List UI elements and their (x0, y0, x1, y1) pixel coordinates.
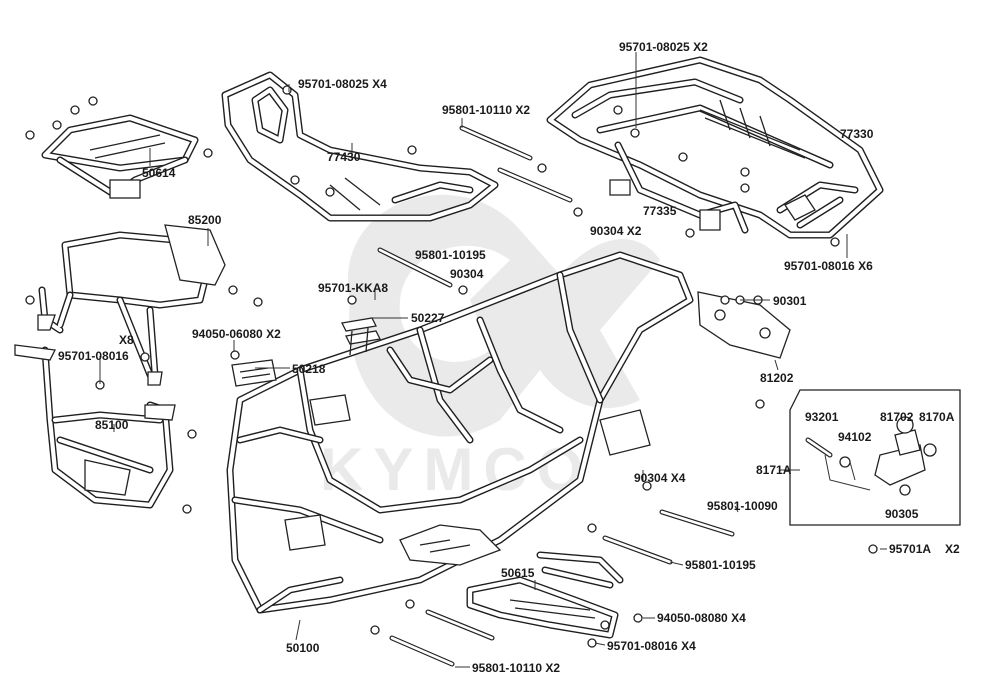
leader-lines (99, 52, 887, 668)
label-93201: 93201 (805, 410, 839, 424)
label-50227: 50227 (411, 311, 445, 325)
label-90304: 90304 (450, 267, 484, 281)
bolt-95801-10110-top (459, 125, 573, 203)
label-95701-08016-x4: 95701-08016 X4 (607, 639, 696, 653)
bolt-95801-10195-bottom (602, 535, 673, 565)
label-90301: 90301 (773, 294, 807, 308)
label-94050-08080-x4: 94050-08080 X4 (657, 611, 746, 625)
label-95701a: 95701A (889, 542, 932, 556)
label-95801-10110-x2-top: 95801-10110 X2 (442, 103, 531, 117)
label-95701a-x2: X2 (945, 542, 960, 556)
label-90305: 90305 (885, 507, 919, 521)
part-8171A-hitch-assembly (780, 389, 961, 526)
part-81202-plate (697, 291, 791, 359)
label-95801-10110-x2-bottom: 95801-10110 X2 (472, 661, 561, 675)
part-50100-main-frame (226, 251, 694, 614)
label-95801-10195-bottom: 95801-10195 (685, 558, 756, 572)
bolt-95801-10110-bottom (389, 609, 495, 667)
kymco-watermark: KYMCO (320, 194, 660, 503)
label-50614: 50614 (142, 166, 176, 180)
part-50227-bracket (341, 317, 381, 356)
label-77330: 77330 (840, 127, 874, 141)
label-90304-x2: 90304 X2 (590, 224, 642, 238)
part-77330-rear-rack (546, 56, 884, 239)
part-77430-front-rack (221, 71, 499, 222)
part-50615-footrest (466, 551, 624, 639)
label-77335: 77335 (643, 204, 677, 218)
label-94102: 94102 (838, 430, 872, 444)
label-8171A: 8171A (756, 463, 792, 477)
label-94050-06080-x2: 94050-06080 X2 (192, 327, 281, 341)
label-x8: X8 (119, 333, 134, 347)
part-50614-rack (41, 114, 199, 199)
part-85200-guard (37, 224, 226, 386)
part-77335-bracket (609, 141, 749, 234)
label-50615: 50615 (501, 566, 535, 580)
part-50218-bracket (231, 359, 277, 387)
label-95801-10090: 95801-10090 (707, 499, 778, 513)
label-81702: 81702 (880, 410, 914, 424)
bolt-95801-10090 (659, 509, 735, 537)
label-95701-08016-x8: 95701-08016 (58, 349, 129, 363)
fasteners (25, 85, 878, 648)
bolt-95801-10195-top (377, 247, 453, 288)
label-77430: 77430 (327, 150, 361, 164)
label-50100: 50100 (286, 641, 320, 655)
label-95701-kka8: 95701-KKA8 (318, 281, 389, 295)
label-85200: 85200 (188, 213, 222, 227)
label-50218: 50218 (292, 362, 326, 376)
label-90304-x4: 90304 X4 (634, 471, 686, 485)
label-95701-08016-x6: 95701-08016 X6 (784, 259, 873, 273)
label-95701-08025-x4: 95701-08025 X4 (298, 77, 387, 91)
label-81202: 81202 (760, 371, 794, 385)
watermark-text: KYMCO (320, 436, 593, 503)
label-85100: 85100 (95, 418, 129, 432)
label-95801-10195-top: 95801-10195 (415, 248, 486, 262)
label-8170A: 8170A (919, 410, 955, 424)
label-95701-08025-x2: 95701-08025 X2 (619, 40, 708, 54)
part-85100-guard (14, 344, 176, 509)
